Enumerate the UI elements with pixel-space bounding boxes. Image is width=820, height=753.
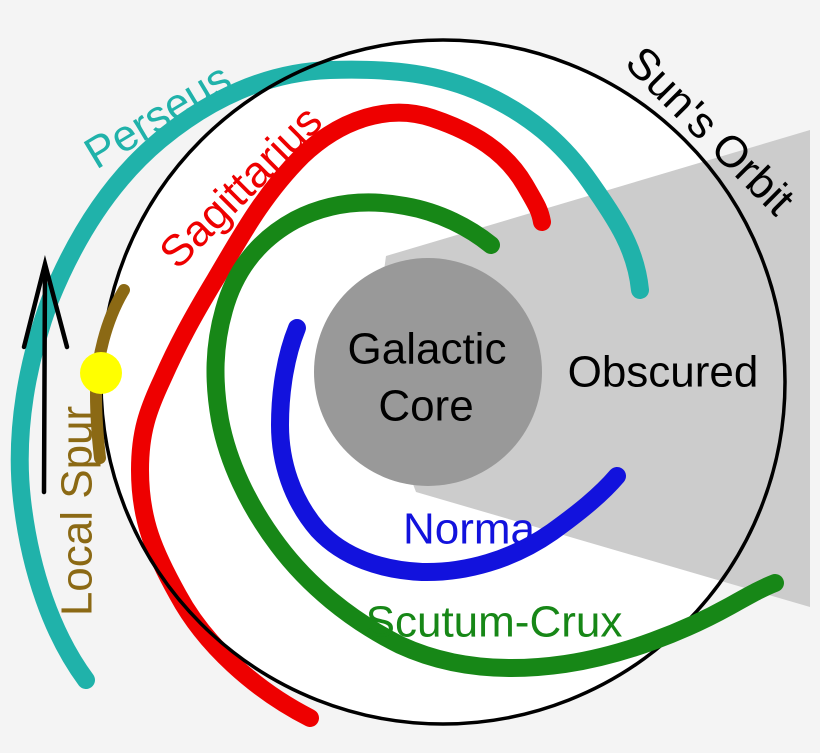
obscured-wedge [370, 130, 810, 607]
arrow-shaft [41, 263, 48, 495]
norma-arm [270, 319, 626, 582]
galactic-core-label-line2: Core [378, 382, 473, 431]
arrow-head [21, 255, 70, 350]
local-spur-label: Local Spur [53, 406, 102, 616]
sun-dot [80, 352, 122, 394]
sagittarius-arm [130, 103, 551, 727]
scutum-crux-arm [206, 193, 784, 677]
galactic-core-label-line1: Galactic [348, 325, 507, 374]
direction-arrow [21, 255, 70, 495]
norma-label: Norma [403, 505, 536, 554]
galactic-core-circle [314, 258, 542, 486]
perseus-arm [10, 60, 649, 689]
obscured-label: Obscured [568, 348, 759, 397]
scutum-crux-label: Scutum-Crux [366, 598, 623, 647]
